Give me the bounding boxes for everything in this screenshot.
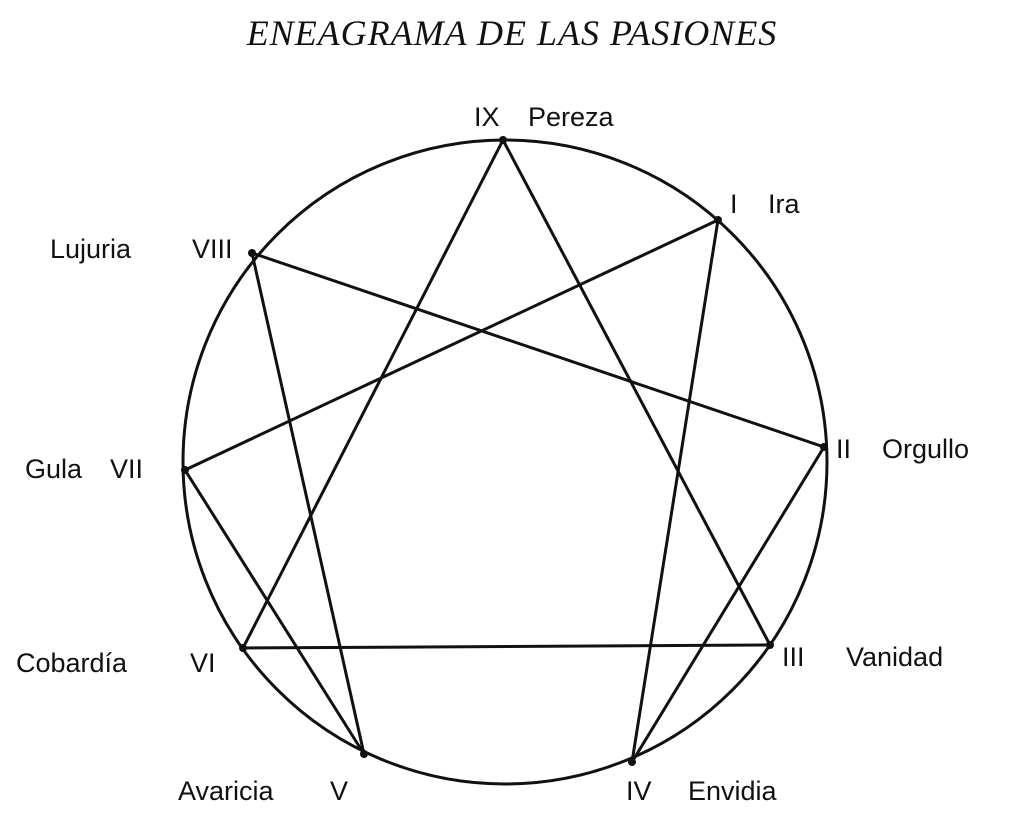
- line-iv-ii: [630, 446, 826, 763]
- label-ii-passion: Orgullo: [882, 434, 969, 464]
- label-ix-numeral: IX: [474, 102, 500, 132]
- label-iv-passion: Envidia: [688, 776, 778, 806]
- label-v-passion: Avaricia: [178, 776, 275, 806]
- label-vi-numeral: VI: [190, 648, 216, 678]
- vertex-vi: [239, 644, 247, 652]
- vertex-viii: [248, 249, 256, 257]
- label-ii-numeral: II: [836, 434, 851, 464]
- line-vi-ix: [241, 139, 505, 649]
- label-iv-numeral: IV: [626, 776, 652, 806]
- line-v-vii: [183, 469, 366, 755]
- label-i-passion: Ira: [768, 189, 800, 219]
- label-ix-passion: Pereza: [528, 102, 615, 132]
- vertex-v: [360, 750, 368, 758]
- line-i-iv: [630, 219, 720, 763]
- vertex-iv: [628, 758, 636, 766]
- label-iii-numeral: III: [782, 642, 805, 672]
- line-ix-iii: [501, 139, 772, 646]
- line-ii-viii: [251, 251, 825, 449]
- line-iii-vi: [242, 643, 771, 650]
- vertex-ii: [820, 443, 828, 451]
- vertex-iii: [766, 641, 774, 649]
- label-vii-passion: Gula: [25, 454, 83, 484]
- label-vi-passion: Cobardía: [16, 648, 128, 678]
- line-viii-v: [250, 252, 366, 755]
- vertex-ix: [499, 136, 507, 144]
- label-vii-numeral: VII: [110, 454, 143, 484]
- vertex-vii: [181, 466, 189, 474]
- diagram-title: ENEAGRAMA DE LAS PASIONES: [246, 13, 778, 53]
- label-iii-passion: Vanidad: [846, 642, 943, 672]
- vertex-i: [714, 216, 722, 224]
- line-vii-i: [184, 218, 719, 472]
- label-i-numeral: I: [730, 189, 738, 219]
- enneagram-circle: [181, 138, 829, 786]
- label-viii-passion: Lujuria: [50, 234, 132, 264]
- label-viii-numeral: VIII: [192, 234, 233, 264]
- label-v-numeral: V: [330, 776, 348, 806]
